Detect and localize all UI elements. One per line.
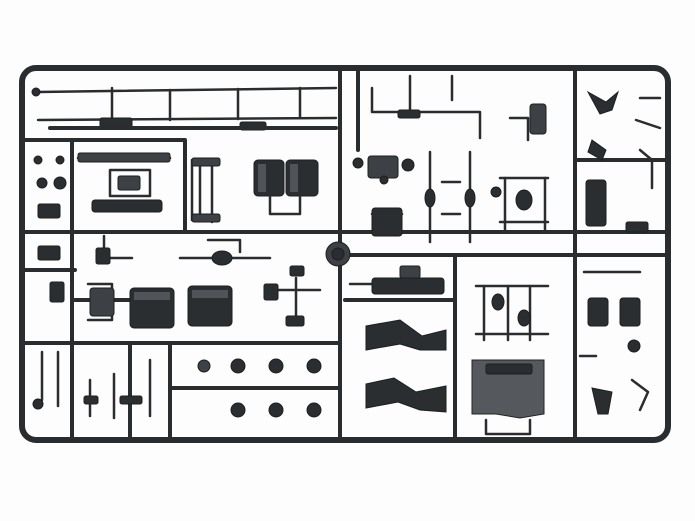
- rod-parts: [32, 350, 152, 420]
- hook-bracket-parts: [508, 90, 662, 233]
- internal-runners: [20, 66, 670, 442]
- clip-parts: [263, 265, 322, 327]
- mount-bracket-parts: [352, 155, 415, 237]
- hood-panel-part: [471, 359, 545, 436]
- chassis-frame-parts: [474, 284, 550, 342]
- ladder-rail-part: [31, 86, 338, 131]
- pipe-parts: [370, 74, 482, 140]
- fender-panel-parts: [365, 319, 447, 413]
- lever-parts: [95, 234, 272, 266]
- mudguard-parts: [582, 270, 642, 327]
- beam-part: [348, 265, 445, 295]
- sprue-gate-hub: [325, 241, 351, 267]
- fuel-tank-parts: [253, 159, 319, 216]
- u-bracket-part: [190, 157, 221, 224]
- tow-hook-parts: [578, 339, 650, 415]
- seat-parts: [129, 285, 233, 329]
- seat-frame-part: [76, 152, 172, 213]
- small-parts-left-top: [33, 155, 67, 261]
- disc-parts: [197, 358, 322, 418]
- handle-parts: [49, 281, 115, 322]
- axle-rod-parts: [424, 150, 476, 244]
- suspension-parts: [490, 176, 550, 232]
